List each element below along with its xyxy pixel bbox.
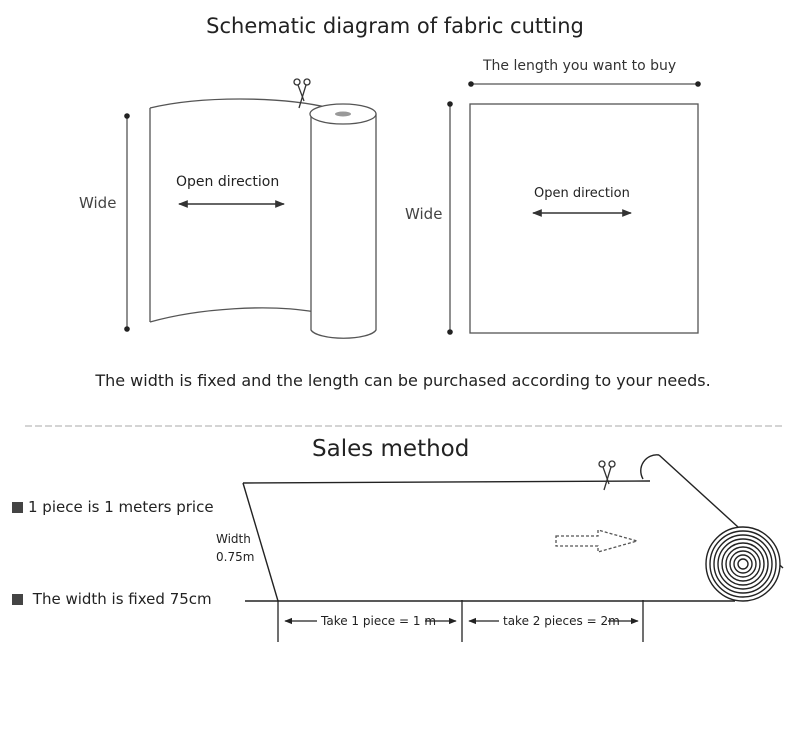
fabric-sheet-top [149,98,331,109]
fabric-sheet-bottom [149,307,316,323]
scissors-icon [293,78,311,109]
take2-label: take 2 pieces = 2m [503,614,620,628]
square-bullet-icon [12,594,23,605]
sheet-left-edge [242,482,279,602]
bullet-price: 1 piece is 1 meters price [12,498,214,516]
take1-label: Take 1 piece = 1 m [321,614,437,628]
scissors-icon [598,460,616,491]
sales-method-title: Sales method [312,436,470,462]
diagram-title: Schematic diagram of fabric cutting [206,14,584,38]
measurement-ticks [277,600,644,642]
dashed-arrow-icon [555,529,640,553]
fabric-roll-left [124,98,377,339]
fixed-width-note: The width is fixed and the length can be… [95,371,711,390]
wide-label-right: Wide [405,205,443,223]
wide-label-left: Wide [79,194,117,212]
sheet-top-edge [242,480,651,484]
sales-fabric-drawing [242,454,784,602]
width-label: Width [216,532,251,546]
bullet-price-text: 1 piece is 1 meters price [28,498,214,516]
fabric-sheet-right [447,81,701,335]
open-direction-label-right: Open direction [534,186,630,201]
roll-end-icon [705,526,781,602]
bullet-width-text: The width is fixed 75cm [32,590,212,608]
square-bullet-icon [12,502,23,513]
length-label: The length you want to buy [483,58,677,74]
open-direction-label-left: Open direction [176,174,280,190]
width-value: 0.75m [216,550,255,564]
bullet-width: The width is fixed 75cm [12,590,212,608]
